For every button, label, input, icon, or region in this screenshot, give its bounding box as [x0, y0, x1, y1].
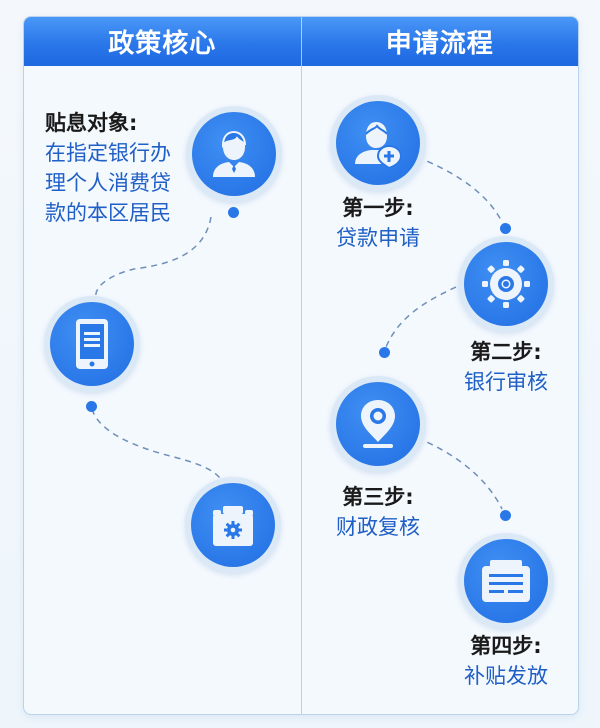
- step-2-node: [458, 236, 554, 332]
- policy-core-title: 政策核心: [108, 29, 217, 59]
- user-node: [186, 106, 282, 202]
- card-header: 政策核心 申请流程: [24, 17, 578, 66]
- briefcase-node: [185, 477, 281, 573]
- user-add-icon: [355, 122, 403, 170]
- step-1-node: [330, 95, 426, 191]
- connector-dot: [228, 207, 239, 218]
- connector-dot: [500, 510, 511, 521]
- step-3-node: [330, 376, 426, 472]
- gear-icon: [482, 260, 530, 308]
- subsidy-target-line-2: 理个人消费贷: [45, 171, 171, 195]
- briefcase-gear-icon: [213, 506, 253, 546]
- user-icon: [213, 130, 255, 177]
- tablet-node: [44, 296, 140, 392]
- application-process-title: 申请流程: [300, 17, 579, 66]
- subsidy-target-line-3: 款的本区居民: [45, 201, 171, 225]
- location-pin-icon: [361, 400, 395, 448]
- step-4-node: [458, 533, 554, 629]
- connector-dot: [500, 223, 511, 234]
- step-3-title: 第三步:: [342, 485, 414, 509]
- step-4-desc: 补贴发放: [464, 664, 548, 688]
- step-1-desc: 贷款申请: [336, 226, 420, 250]
- subsidy-target-label: 贴息对象:: [45, 111, 138, 135]
- tablet-icon: [76, 319, 108, 369]
- connector-dot: [86, 401, 97, 412]
- subsidy-target-line-1: 在指定银行办: [45, 141, 171, 165]
- step-1-title: 第一步:: [342, 196, 414, 220]
- step-4-title: 第四步:: [470, 634, 542, 658]
- policy-card: 政策核心 申请流程 贴息对象: 在指定银行办 理个人消费贷 款的本区居民: [23, 16, 579, 715]
- step-2-title: 第二步:: [470, 340, 542, 364]
- step-3-desc: 财政复核: [336, 515, 420, 539]
- connector-dot: [379, 347, 390, 358]
- column-divider: [301, 66, 302, 714]
- step-2-desc: 银行审核: [464, 370, 548, 394]
- document-tray-icon: [482, 560, 530, 602]
